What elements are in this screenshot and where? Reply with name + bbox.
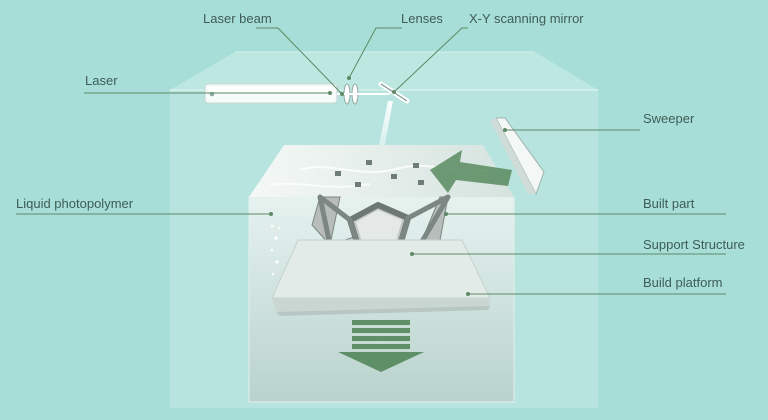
label-build-platform: Build platform [643,275,723,290]
bubbles [270,224,281,276]
label-built-part: Built part [643,196,695,211]
label-lenses: Lenses [401,11,443,26]
label-sweeper: Sweeper [643,111,695,126]
leader-dots [269,76,507,296]
sweep-arrow-icon [430,150,512,193]
down-arrow-icon [338,320,424,372]
label-support-structure: Support Structure [643,237,745,252]
label-laser: Laser [85,73,118,88]
build-platform-icon [271,239,491,316]
sweeper-icon [490,117,545,196]
label-xy-mirror: X-Y scanning mirror [469,11,584,26]
label-liquid-photopolymer: Liquid photopolymer [16,196,134,211]
leader-lines [16,27,726,295]
label-laser-beam: Laser beam [203,11,272,26]
